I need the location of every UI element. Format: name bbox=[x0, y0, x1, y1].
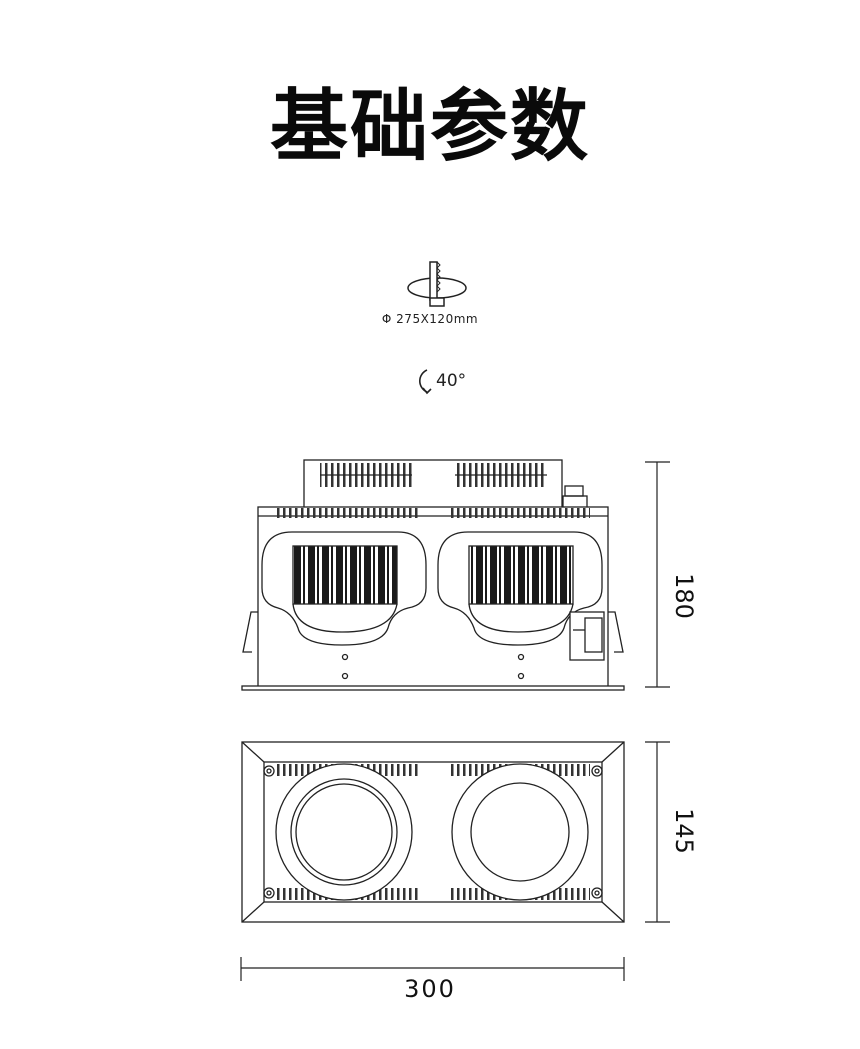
depth-dimension-label: 145 bbox=[670, 808, 698, 854]
page-title: 基础参数 bbox=[269, 82, 590, 172]
cutout-size-label: Φ 275X120mm bbox=[0, 312, 860, 326]
top-view bbox=[241, 741, 625, 923]
front-view bbox=[241, 459, 625, 691]
height-dimension-label: 180 bbox=[670, 573, 698, 619]
tilt-angle-label: 40° bbox=[436, 371, 467, 391]
cutout-size-value: 275X120mm bbox=[396, 312, 479, 326]
width-dimension-label: 300 bbox=[404, 975, 456, 1003]
width-dimension-line bbox=[240, 957, 625, 981]
depth-dimension-line bbox=[645, 741, 670, 923]
cutout-icon bbox=[407, 261, 467, 307]
height-dimension-line bbox=[645, 461, 670, 688]
rotation-icon bbox=[419, 369, 432, 395]
diameter-symbol: Φ bbox=[381, 312, 392, 326]
